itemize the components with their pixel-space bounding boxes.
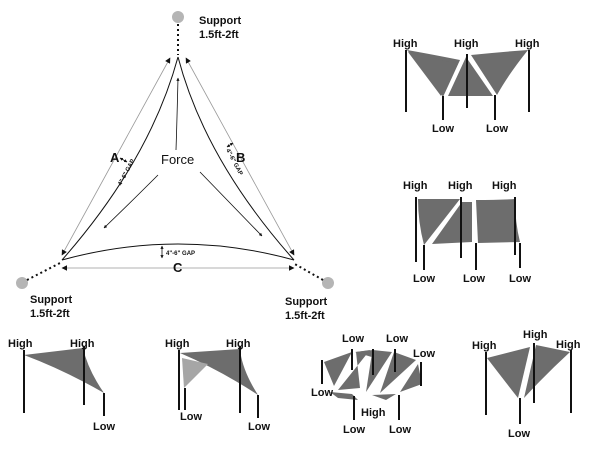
height-label-low: Low — [180, 411, 202, 423]
height-label-low: Low — [386, 333, 408, 345]
sail-panel — [476, 199, 520, 243]
force-arrow-top — [175, 77, 180, 151]
height-label-high: High — [393, 38, 418, 50]
height-label-low: Low — [389, 424, 411, 436]
height-label-low: Low — [509, 273, 531, 285]
sail-edge-b — [177, 56, 295, 261]
height-label-low: Low — [311, 387, 333, 399]
sail-panel — [448, 57, 493, 96]
height-label-low: Low — [343, 424, 365, 436]
gap-indicator-c: 4"-6" GAP — [160, 245, 195, 259]
support-left-label: Support — [30, 294, 72, 306]
side-c-label: C — [173, 260, 183, 275]
force-arrow-left — [103, 174, 159, 229]
support-top-label: Support — [199, 15, 241, 27]
height-label-high: High — [492, 180, 517, 192]
config-split-triangle: High High High Low — [472, 329, 581, 440]
support-right-range: 1.5ft-2ft — [285, 310, 325, 322]
config-split-rectangle: High High High Low Low Low — [403, 180, 531, 285]
support-cable-left — [26, 262, 61, 281]
support-post-right — [322, 277, 334, 289]
height-label-high: High — [226, 338, 251, 350]
sail-panel — [487, 347, 530, 398]
gap-label-c: 4"-6" GAP — [166, 251, 195, 257]
support-post-top — [172, 11, 184, 23]
support-top-range: 1.5ft-2ft — [199, 29, 239, 41]
support-left-range: 1.5ft-2ft — [30, 308, 70, 320]
height-label-low: Low — [93, 421, 115, 433]
height-label-high: High — [165, 338, 190, 350]
sail-edge-a — [61, 56, 179, 261]
gap-label-a: 4"-6" GAP — [117, 158, 136, 186]
support-post-left — [16, 277, 28, 289]
height-label-high: High — [472, 340, 497, 352]
height-label-high: High — [403, 180, 428, 192]
force-arrow-right — [199, 171, 263, 237]
height-label-high: High — [448, 180, 473, 192]
height-label-high: High — [70, 338, 95, 350]
side-a-label: A — [110, 150, 120, 165]
sail-panel — [324, 352, 352, 386]
height-label-high: High — [523, 329, 548, 341]
sail-panel — [180, 349, 258, 395]
height-label-low: Low — [486, 123, 508, 135]
force-triangle-diagram: 4"-6" GAP 4"-6" GAP 4"-6" GAP A B C Forc… — [16, 11, 334, 322]
height-label-low: Low — [413, 273, 435, 285]
height-label-low: Low — [463, 273, 485, 285]
sail-panel-light — [182, 358, 208, 388]
height-label-low: Low — [432, 123, 454, 135]
height-label-high: High — [8, 338, 33, 350]
sail-panel — [524, 345, 570, 398]
height-label-high: High — [556, 339, 581, 351]
height-label-low: Low — [248, 421, 270, 433]
height-label-high: High — [361, 407, 386, 419]
config-single-triangle: High High Low — [8, 338, 115, 433]
force-label: Force — [161, 152, 194, 167]
height-label-high: High — [454, 38, 479, 50]
sail-panel — [418, 199, 460, 245]
sail-panel — [471, 50, 528, 95]
side-b-label: B — [236, 150, 245, 165]
height-label-low: Low — [342, 333, 364, 345]
sail-edge-c — [61, 243, 295, 261]
side-b-measure-line — [185, 57, 295, 256]
height-label-high: High — [515, 38, 540, 50]
height-label-low: Low — [508, 428, 530, 440]
sail-panel — [24, 348, 104, 393]
height-label-low: Low — [413, 348, 435, 360]
config-overlapping-triangles: High High Low Low — [165, 338, 270, 433]
config-hexagon-triangles: Low Low Low Low High Low Low — [311, 333, 435, 436]
support-cable-right — [292, 262, 324, 281]
support-right-label: Support — [285, 296, 327, 308]
side-a-measure-line — [61, 57, 171, 256]
gap-indicator-a: 4"-6" GAP — [117, 157, 136, 187]
config-two-triangles: High High High Low Low — [393, 38, 540, 135]
